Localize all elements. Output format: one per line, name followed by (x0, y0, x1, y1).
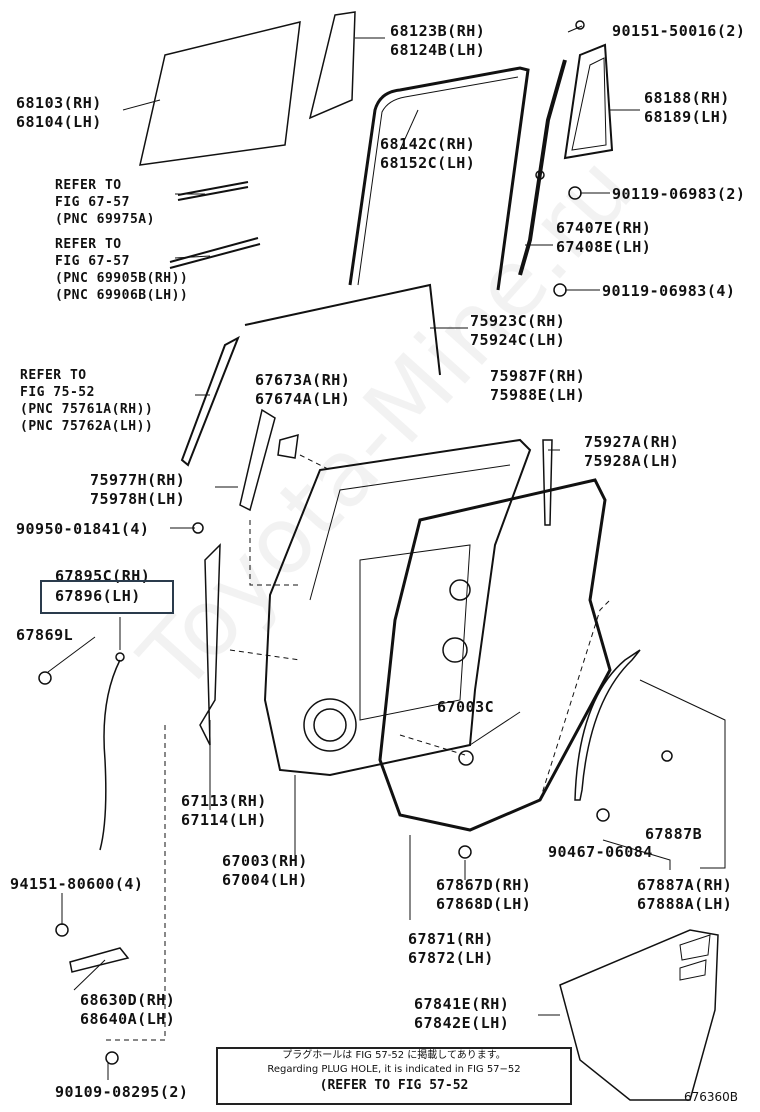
division-bar (520, 60, 565, 275)
label-90109: 90109-08295(2) (55, 1083, 189, 1101)
figure-id: 676360B (684, 1090, 739, 1104)
door-glass (140, 22, 300, 165)
door-cable (100, 660, 120, 850)
label-67871: 67871(RH) 67872(LH) (408, 930, 494, 967)
label-67841: 67841E(RH) 67842E(LH) (414, 995, 510, 1032)
note-refer: (REFER TO FIG 57-52 (319, 1078, 469, 1093)
plug-hole-note: プラグホールは FIG 57-52 に掲載してあります。 Regarding P… (216, 1047, 572, 1105)
label-67407: 67407E(RH) 67408E(LH) (556, 219, 652, 256)
label-refer-fig-75-52: REFER TO FIG 75-52 (PNC 75761A(RH)) (PNC… (20, 368, 154, 434)
label-67003: 67003(RH) 67004(LH) (222, 852, 308, 889)
note-english: Regarding PLUG HOLE, it is indicated in … (267, 1064, 521, 1075)
label-90119-a: 90119-06983(2) (612, 185, 746, 203)
label-68142: 68142C(RH) 68152C(LH) (380, 135, 476, 172)
label-refer-fig-67-57-a: REFER TO FIG 67-57 (PNC 69975A) (55, 178, 155, 227)
label-90950: 90950-01841(4) (16, 520, 150, 538)
label-refer-fig-67-57-b: REFER TO FIG 67-57 (PNC 69905B(RH)) (PNC… (55, 237, 189, 303)
label-68630: 68630D(RH) 68640A(LH) (80, 991, 176, 1028)
label-75977: 75977H(RH) 75978H(LH) (90, 471, 186, 508)
label-68103: 68103(RH) 68104(LH) (16, 94, 102, 131)
label-90119-b: 90119-06983(4) (602, 282, 736, 300)
door-inner-panel (265, 440, 530, 775)
label-68123: 68123B(RH) 68124B(LH) (390, 22, 486, 59)
belt-weatherstrip-outer (245, 285, 440, 375)
door-liner-sheet (560, 930, 718, 1100)
door-outer-panel (200, 545, 220, 745)
label-67003c: 67003C (437, 698, 495, 716)
label-75987: 75987F(RH) 75988E(LH) (490, 367, 586, 404)
quarter-glass (310, 12, 355, 118)
arch-molding (575, 650, 640, 800)
door-check (70, 948, 128, 972)
label-67887a: 67887A(RH) 67888A(LH) (637, 876, 733, 913)
label-94151: 94151-80600(4) (10, 875, 144, 893)
label-75923: 75923C(RH) 75924C(LH) (470, 312, 566, 349)
label-67896: 67896(LH) (55, 587, 141, 605)
fixed-glass (565, 45, 612, 158)
label-67673: 67673A(RH) 67674A(LH) (255, 371, 351, 408)
label-67867: 67867D(RH) 67868D(LH) (436, 876, 532, 913)
pillar-garnish (182, 338, 238, 465)
glass-run (350, 68, 528, 290)
label-67113: 67113(RH) 67114(LH) (181, 792, 267, 829)
label-68188: 68188(RH) 68189(LH) (644, 89, 730, 126)
label-90151: 90151-50016(2) (612, 22, 746, 40)
door-weatherstrip (380, 480, 610, 830)
label-67869: 67869L (16, 626, 74, 644)
note-japanese: プラグホールは FIG 57-52 に掲載してあります。 (282, 1050, 506, 1061)
label-75927: 75927A(RH) 75928A(LH) (584, 433, 680, 470)
leader-lines (48, 26, 725, 1080)
highlight-box (40, 580, 174, 614)
label-90467: 90467-06084 (548, 843, 653, 861)
label-67887b: 67887B (645, 825, 703, 843)
